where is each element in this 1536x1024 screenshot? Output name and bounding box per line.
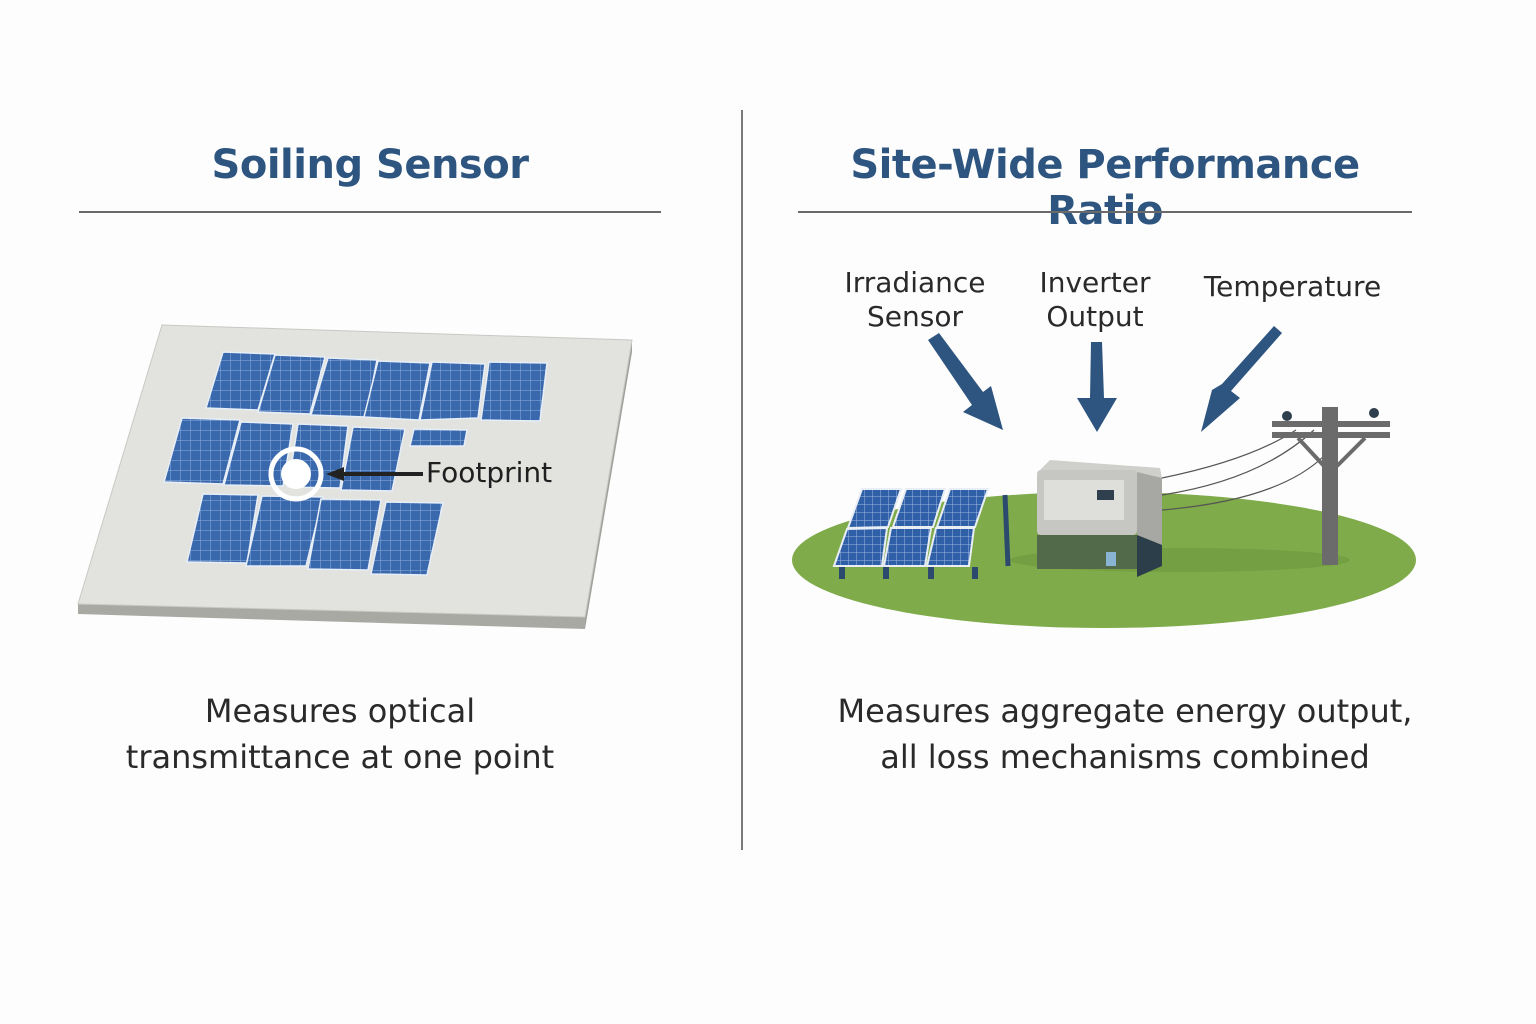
footprint-arrowhead — [326, 467, 344, 481]
temperature-label-line1: Temperature — [1203, 270, 1382, 303]
footprint-label: Footprint — [426, 456, 553, 489]
performance-ratio-caption: Measures aggregate energy output, all lo… — [800, 688, 1450, 780]
irradiance-sensor-label: Irradiance Sensor — [820, 266, 1010, 334]
power-line — [1161, 454, 1326, 511]
sensor-footprint-dot — [281, 459, 311, 489]
sensor-footprint-ring — [268, 446, 324, 502]
left-title-rule — [79, 211, 661, 213]
irradiance-label-line1: Irradiance — [844, 266, 986, 299]
solar-panel-row-1 — [205, 351, 548, 422]
solar-panel — [882, 527, 933, 567]
roof-side — [585, 340, 632, 629]
performance-ratio-title: Site-Wide Performance Ratio — [850, 142, 1360, 234]
solar-panel — [419, 361, 486, 421]
irradiance-label-line2: Sensor — [867, 300, 963, 333]
solar-panel — [832, 526, 889, 567]
roof-edge — [78, 604, 585, 629]
power-line — [1161, 429, 1315, 496]
solar-panel-row-3 — [186, 493, 444, 576]
right-caption-line2: all loss mechanisms combined — [880, 738, 1370, 776]
solar-panel — [925, 527, 976, 567]
inverter-label-line1: Inverter — [1039, 266, 1151, 299]
right-title-rule — [798, 211, 1412, 213]
solar-panel — [163, 417, 241, 485]
panel-divider — [741, 110, 743, 850]
utility-pole — [1272, 407, 1390, 565]
ground-mount-solar-array — [832, 488, 1011, 579]
roof-illustration — [77, 324, 633, 629]
inverter — [1037, 460, 1162, 577]
inverter-output-label: Inverter Output — [1010, 266, 1180, 334]
solar-panel — [363, 360, 431, 421]
inverter-output-arrow — [1077, 342, 1117, 432]
solar-panel — [370, 501, 444, 576]
temperature-arrow — [1201, 326, 1282, 432]
inverter-label-line2: Output — [1046, 300, 1144, 333]
solar-panel — [257, 354, 326, 415]
temperature-label: Temperature — [1185, 270, 1400, 304]
soiling-sensor-title: Soiling Sensor — [211, 142, 529, 188]
irradiance-arrow — [928, 333, 1003, 430]
soiling-sensor-caption: Measures optical transmittance at one po… — [90, 688, 590, 780]
site-illustration — [792, 326, 1416, 628]
solar-panel — [223, 421, 294, 487]
left-caption-line2: transmittance at one point — [125, 738, 555, 776]
solar-panel — [891, 488, 947, 528]
solar-panel — [409, 428, 468, 447]
solar-panel — [307, 498, 382, 571]
left-caption-line1: Measures optical — [204, 692, 476, 730]
right-caption-line1: Measures aggregate energy output, — [837, 692, 1413, 730]
solar-panel — [480, 361, 548, 422]
